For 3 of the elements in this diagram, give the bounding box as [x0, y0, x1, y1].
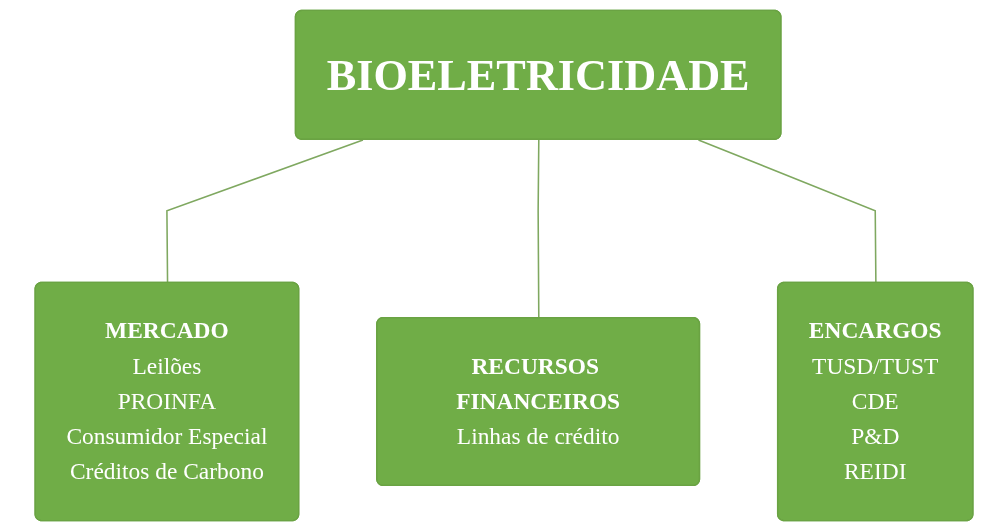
connector: [697, 139, 877, 284]
connector: [166, 139, 364, 284]
connector: [537, 139, 540, 319]
